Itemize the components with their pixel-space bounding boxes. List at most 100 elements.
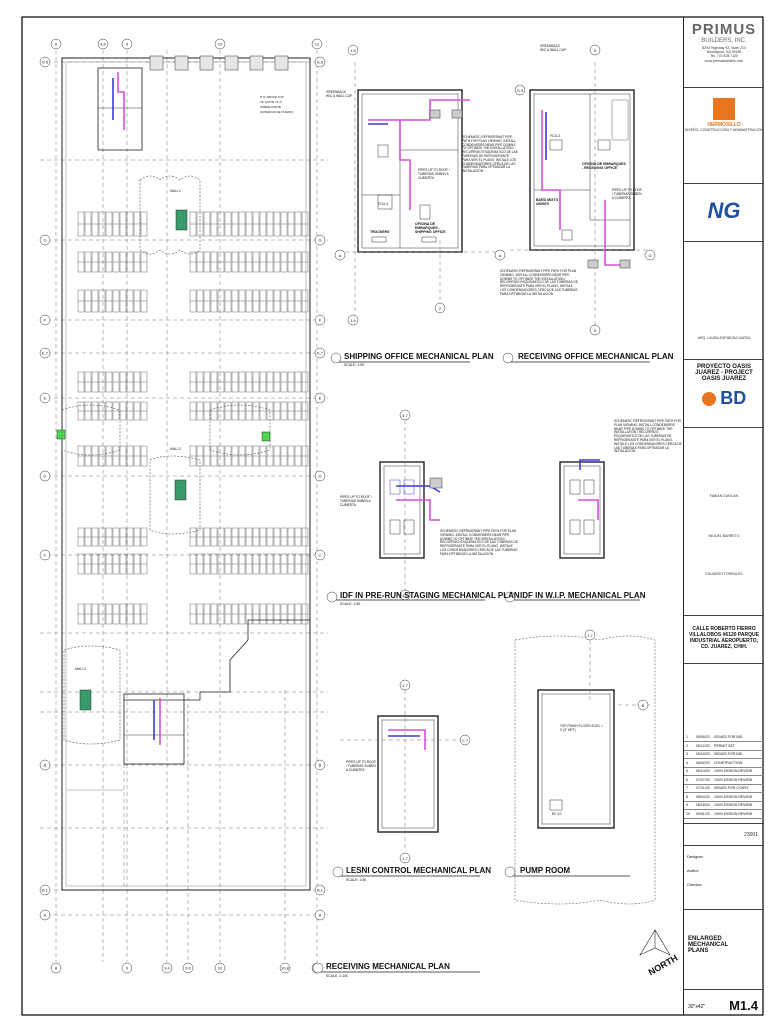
north-arrow [639, 929, 671, 956]
grid-bubble [314, 884, 326, 896]
revision-no: 9 [686, 803, 688, 807]
mau3-label: MAU-3 [75, 667, 86, 671]
company-sub: BUILDERS, INC. [701, 38, 747, 44]
note-refrigerant-idf: SCHEMATIC REFRIGERANT PIPE PATH FOR PLAN… [440, 529, 518, 556]
svg-text:A: A [339, 253, 342, 258]
team-block: FABIAN DUNCAN MIGUEL BARRETO EDUARDO TOR… [684, 427, 764, 615]
plan-title-pump: PUMP ROOM [520, 866, 571, 875]
grid-bubble [50, 962, 62, 974]
svg-text:8' 0" ABOVE TOP: 8' 0" ABOVE TOP [260, 95, 284, 99]
grid-bubble-label: G [318, 238, 321, 243]
svg-text:A: A [499, 253, 502, 258]
grid-bubble [50, 38, 62, 50]
title-block: PRIMUS BUILDERS, INC. 8294 Highway 92, S… [683, 17, 764, 1015]
main-floor-plan [40, 50, 328, 962]
grid-bubble [314, 234, 326, 246]
grid-bubble-label: B.1 [42, 888, 49, 893]
svg-text:1.9: 1.9 [350, 48, 356, 53]
grid-bubble-label: D [44, 474, 47, 479]
label-pipes-up-receiving: PIPES UP TO ROOF / TUBERIAS SUBEN A CUBI… [612, 188, 642, 200]
mau2-label: MAU-2 [170, 447, 181, 451]
grid-bubble [39, 884, 51, 896]
client-name: BD [720, 388, 747, 408]
svg-text:1.7: 1.7 [402, 856, 408, 861]
plan-title-lesni: LESNI CONTROL MECHANICAL PLAN [346, 866, 492, 875]
svg-text:C.7: C.7 [462, 738, 469, 743]
hermosillo-logo-icon [713, 98, 735, 120]
revision-desc: 100% DESIGN REVIEW [714, 794, 753, 799]
grid-bubble [39, 314, 51, 326]
svg-text:SOBRE PARTE: SOBRE PARTE [260, 105, 281, 109]
revision-date: 08/04/23 [696, 794, 710, 799]
receiving-pipes [541, 110, 631, 269]
grid-bubble [314, 470, 326, 482]
team-name-1: FABIAN DUNCAN [709, 494, 739, 498]
revision-desc: ISSUED FOR CONST. [714, 786, 750, 790]
grid-bubble [314, 759, 326, 771]
label-fcu-shipping: FCU-4 [378, 202, 389, 206]
lesni-control-drawing [340, 690, 460, 850]
label-pipes-up-idf: PIPES UP TO ROOF / TUBERIAS SUBEN A CUBI… [340, 495, 372, 507]
grid-bubble-label: F [319, 318, 322, 323]
plan-title-receiving-office: RECEIVING OFFICE MECHANICAL PLAN [518, 352, 674, 361]
revision-date: 05/19/23 [696, 752, 710, 756]
grid-bubble [214, 962, 226, 974]
client-logo: BD [684, 388, 764, 409]
project-address: CALLE ROBERTO FIERRO VILLALOBOS #6120 PA… [689, 626, 759, 650]
grid-bubble-label: G [43, 238, 46, 243]
grid-bubble-label: 9.4 [164, 966, 170, 971]
plan-title-receiving: RECEIVING MECHANICAL PLAN [326, 962, 450, 971]
grid-bubble [314, 549, 326, 561]
sheet-size: 30"x42" [688, 1004, 706, 1010]
svg-text:1.7: 1.7 [587, 633, 593, 638]
hermosillo-block: HERMOSILLO DISEÑO, CONSTRUCCIÓN Y ADMINI… [684, 87, 764, 183]
grid-bubble-label: 8 [55, 966, 58, 971]
label-office-shipping: OFICINA DE EMBARQUES - SHIPPING OFFICE [415, 222, 446, 234]
revision-no: 2 [686, 743, 688, 748]
revision-date: 08/18/23 [696, 803, 710, 807]
svg-text:4.7: 4.7 [402, 593, 408, 598]
svg-text:OF DOOR / 8' 0": OF DOOR / 8' 0" [260, 100, 282, 104]
revision-no: 8 [686, 794, 688, 799]
grid-bubble-label: A [319, 913, 322, 918]
grid-bubble-label: B.1 [317, 888, 324, 893]
project-number: 23001 [744, 832, 758, 838]
project-name: PROYECTO OASIS JUAREZ - PROJECT OASIS JU… [695, 364, 753, 382]
revision-desc: CONSTRUCTION [714, 760, 743, 765]
label-fcu-receiving: FCU-2 [550, 134, 561, 138]
label-pump-ef: EF-10 [552, 812, 562, 816]
revision-desc: 100% DESIGN REVIEW [714, 811, 753, 816]
label-bano: BAÑO MIXTO UNISEX [536, 198, 559, 206]
grid-bubble [39, 347, 51, 359]
project-number-block: 23001 [684, 823, 764, 845]
revision-date: 06/14/23 [696, 769, 710, 773]
grid-bubble-label: G.5 [42, 60, 49, 65]
sheet-title-block: ENLARGED MECHANICAL PLANS [684, 909, 764, 989]
storage-racks [77, 211, 309, 625]
grid-bubble [39, 392, 51, 404]
grid-bubble [121, 38, 133, 50]
grid-bubble [214, 38, 226, 50]
team-name-2: MIGUEL BARRETO [708, 534, 740, 539]
grid-bubble-label: D [319, 474, 322, 479]
grid-bubble [311, 38, 323, 50]
plan-title-idf-wip: IDF IN W.I.P. MECHANICAL PLAN [520, 591, 646, 600]
idf-pre-run-drawing [379, 420, 425, 590]
grid-bubble-label: E.7 [42, 351, 49, 356]
hermosillo-name: HERMOSILLO [707, 122, 741, 128]
svg-text:G: G [648, 253, 651, 258]
revision-row: 8 08/04/23 100% DESIGN REVIEW [684, 794, 764, 802]
pump-room-drawing [514, 635, 656, 905]
project-block: PROYECTO OASIS JUAREZ - PROJECT OASIS JU… [684, 359, 764, 427]
revision-no: 7 [686, 786, 688, 790]
grid-bubble-label: 10 [218, 42, 223, 47]
revision-no: 5 [686, 769, 688, 773]
grid-bubble-label: F [44, 318, 47, 323]
label-greenback-2: GREENBACK W/C & WALL CAP [540, 44, 566, 52]
